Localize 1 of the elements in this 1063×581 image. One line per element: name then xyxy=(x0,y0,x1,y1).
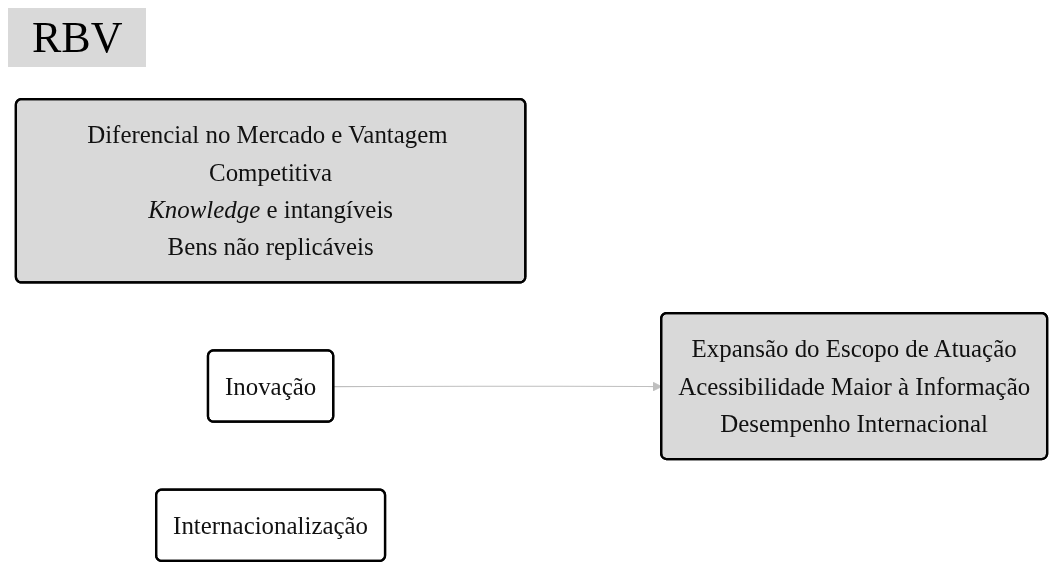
title: RBV xyxy=(8,8,147,67)
